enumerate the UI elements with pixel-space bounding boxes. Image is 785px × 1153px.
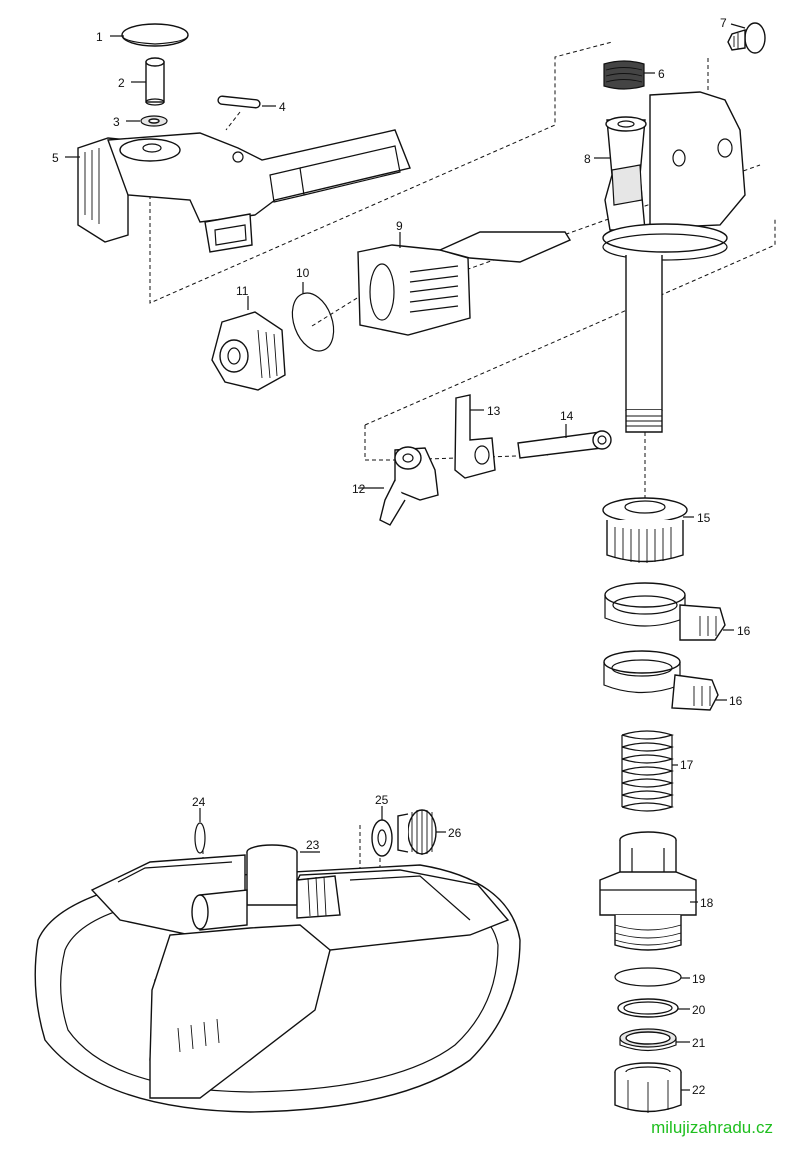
part-14-axle-pin (517, 424, 612, 459)
label-part-3: 3 (113, 115, 120, 129)
part-21-ring (619, 1028, 690, 1052)
label-part-13: 13 (487, 404, 501, 418)
part-16-clamp-ring-a (604, 582, 734, 641)
part-2-tube (131, 57, 165, 106)
label-part-20: 20 (692, 1003, 706, 1017)
part-24-o-ring (194, 808, 206, 854)
label-part-24: 24 (192, 795, 206, 809)
label-part-25: 25 (375, 793, 389, 807)
label-part-11: 11 (236, 284, 249, 298)
part-13-bracket (454, 394, 496, 479)
part-12-latch-clamp (358, 446, 439, 526)
label-part-16-a: 16 (737, 624, 751, 638)
part-19-o-ring (614, 967, 690, 987)
part-number-labels: 1 2 3 4 5 6 7 8 9 10 11 12 13 14 15 16 1… (52, 16, 751, 1097)
part-22-nut (614, 1062, 690, 1113)
label-part-5: 5 (52, 151, 59, 165)
label-part-15: 15 (697, 511, 711, 525)
label-part-4: 4 (279, 100, 286, 114)
part-1-cap (110, 23, 189, 47)
label-part-9: 9 (396, 219, 403, 233)
label-part-8: 8 (584, 152, 591, 166)
part-3-washer (126, 115, 168, 127)
part-23-sled-base (34, 844, 521, 1113)
label-part-18: 18 (700, 896, 714, 910)
part-18-base-connector (599, 831, 698, 951)
part-8-nozzle-riser (594, 91, 746, 433)
label-part-2: 2 (118, 76, 125, 90)
label-part-16-b: 16 (729, 694, 743, 708)
label-part-14: 14 (560, 409, 574, 423)
part-15-collar (602, 497, 694, 563)
label-part-7: 7 (720, 16, 727, 30)
label-part-17: 17 (680, 758, 694, 772)
part-20-washer (617, 998, 690, 1018)
label-part-10: 10 (296, 266, 310, 280)
label-part-26: 26 (448, 826, 462, 840)
part-4-pin (217, 95, 276, 109)
part-6-spring (603, 60, 655, 90)
label-part-23: 23 (306, 838, 320, 852)
label-part-1: 1 (96, 30, 103, 44)
part-5-lever-arm (65, 129, 411, 253)
part-11-knob (211, 296, 286, 391)
part-7-screw (727, 22, 766, 54)
part-25-washer (371, 806, 393, 857)
watermark-text: milujizahradu.cz (651, 1118, 773, 1137)
part-26-threaded-fitting (397, 809, 446, 855)
label-part-22: 22 (692, 1083, 706, 1097)
label-part-19: 19 (692, 972, 706, 986)
label-part-21: 21 (692, 1036, 706, 1050)
part-9-clip-housing (357, 231, 572, 336)
label-part-12: 12 (352, 482, 366, 496)
part-10-o-ring (291, 282, 335, 352)
part-16-clamp-ring-b (603, 650, 727, 711)
label-part-6: 6 (658, 67, 665, 81)
part-17-coil-spring (621, 730, 678, 812)
